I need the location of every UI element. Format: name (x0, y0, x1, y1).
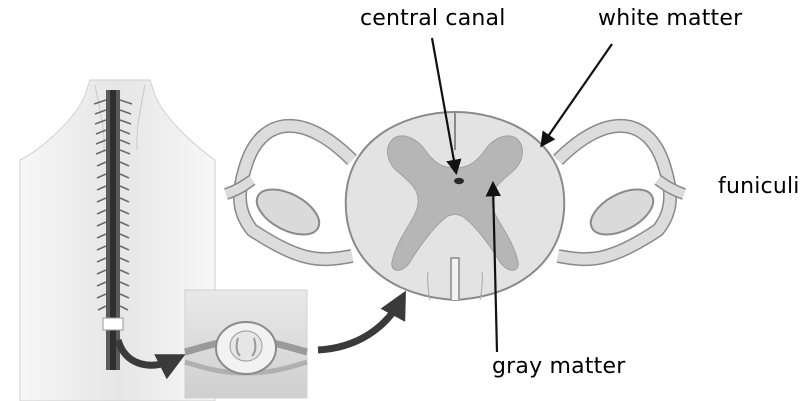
vertebra-inset (185, 290, 307, 398)
funiculi-label: funiculi (718, 176, 800, 198)
central-canal-dot (454, 178, 464, 184)
curved-arrow-to-cross-section (318, 298, 402, 350)
spinal-cord-cross-section (346, 112, 565, 300)
white-matter-label: white matter (598, 8, 742, 30)
central-canal-label: central canal (360, 8, 506, 30)
gray-matter-label: gray matter (492, 356, 625, 378)
